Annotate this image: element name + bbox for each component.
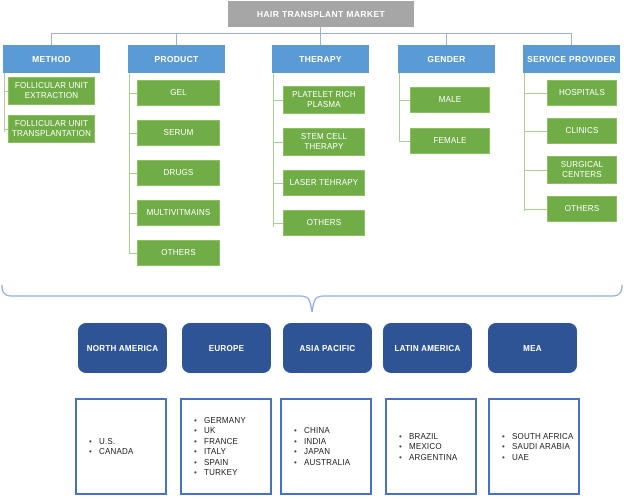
country-item: AUSTRALIA (294, 458, 366, 467)
country-list: SOUTH AFRICA SAUDI ARABIA UAE (502, 430, 574, 463)
country-list: BRAZIL MEXICO ARGENTINA (399, 430, 471, 463)
segment-item-others: OTHERS (273, 210, 365, 236)
country-item: JAPAN (294, 447, 366, 456)
country-item: SOUTH AFRICA (502, 432, 574, 441)
connector-stub-therapy (320, 33, 321, 45)
country-item: CANADA (89, 447, 161, 456)
segment-item-female: FEMALE (399, 128, 490, 154)
country-item: ARGENTINA (399, 453, 471, 462)
segment-item-male: MALE (399, 87, 490, 113)
segment-column-service-provider: SERVICE PROVIDER HOSPITALS CLINICS SURGI… (523, 45, 620, 222)
country-item: U.S. (89, 437, 161, 446)
country-list-asia-pacific: CHINA INDIA JAPAN AUSTRALIA (280, 398, 372, 495)
segment-header-service-provider: SERVICE PROVIDER (523, 45, 620, 73)
segment-column-method: METHOD FOLLICULAR UNIT EXTRACTION FOLLIC… (3, 45, 100, 143)
connector-vertical-product (129, 73, 130, 253)
country-item: SPAIN (194, 458, 266, 467)
segment-header-therapy: THERAPY (272, 45, 369, 73)
region-box-north-america: NORTH AMERICA (78, 323, 167, 373)
country-item: ITALY (194, 447, 266, 456)
country-item: MEXICO (399, 442, 471, 451)
country-item: BRAZIL (399, 432, 471, 441)
country-list-north-america: U.S. CANADA (75, 398, 167, 495)
curly-brace-icon (1, 284, 623, 313)
connector-stub-gender (446, 33, 447, 45)
connector-vertical-service-provider (524, 73, 525, 211)
segment-header-product: PRODUCT (128, 45, 225, 73)
connector-stub-service-provider (571, 33, 572, 45)
country-item: SAUDI ARABIA (502, 442, 574, 451)
segment-children-service-provider: HOSPITALS CLINICS SURGICAL CENTERS OTHER… (524, 80, 617, 222)
segment-item-follicular-unit-transplantation: FOLLICULAR UNIT TRANSPLANTATION (4, 115, 95, 143)
segment-item-drugs: DRUGS (129, 160, 220, 186)
segment-item-serum: SERUM (129, 120, 220, 146)
region-box-asia-pacific: ASIA PACIFIC (283, 323, 372, 373)
segment-item-stem-cell-therapy: STEM CELL THERAPY (273, 128, 365, 156)
segment-item-platelet-rich-plasma: PLATELET RICH PLASMA (273, 86, 365, 114)
country-list-mea: SOUTH AFRICA SAUDI ARABIA UAE (488, 398, 580, 495)
segment-column-gender: GENDER MALE FEMALE (398, 45, 495, 154)
country-list: U.S. CANADA (89, 435, 161, 458)
connector-title-stub (320, 27, 321, 33)
segment-item-others: OTHERS (524, 196, 617, 222)
country-item: GERMANY (194, 416, 266, 425)
segment-item-follicular-unit-extraction: FOLLICULAR UNIT EXTRACTION (4, 77, 95, 105)
country-list: CHINA INDIA JAPAN AUSTRALIA (294, 425, 366, 469)
country-list: GERMANY UK FRANCE ITALY SPAIN TURKEY (194, 414, 266, 479)
country-list-latin-america: BRAZIL MEXICO ARGENTINA (385, 398, 477, 495)
segment-header-method: METHOD (3, 45, 100, 73)
segment-column-product: PRODUCT GEL SERUM DRUGS MULTIVITMAINS OT… (128, 45, 225, 266)
segment-item-surgical-centers: SURGICAL CENTERS (524, 156, 617, 184)
country-item: TURKEY (194, 468, 266, 477)
country-item: FRANCE (194, 437, 266, 446)
region-box-europe: EUROPE (182, 323, 271, 373)
country-item: UAE (502, 453, 574, 462)
segment-item-laser-tehrapy: LASER TEHRAPY (273, 170, 365, 196)
market-title: HAIR TRANSPLANT MARKET (228, 1, 414, 27)
country-item: INDIA (294, 437, 366, 446)
connector-stub-product (176, 33, 177, 45)
connector-stub-method (51, 33, 52, 45)
segment-item-gel: GEL (129, 80, 220, 106)
segment-children-therapy: PLATELET RICH PLASMA STEM CELL THERAPY L… (273, 86, 365, 236)
segment-item-clinics: CLINICS (524, 118, 617, 144)
connector-vertical-gender (399, 73, 400, 141)
segment-children-gender: MALE FEMALE (399, 87, 490, 154)
segment-header-gender: GENDER (398, 45, 495, 73)
segment-item-others: OTHERS (129, 240, 220, 266)
connector-vertical-method (4, 73, 5, 132)
segment-item-multivitmains: MULTIVITMAINS (129, 200, 220, 226)
region-box-latin-america: LATIN AMERICA (383, 323, 472, 373)
segment-children-product: GEL SERUM DRUGS MULTIVITMAINS OTHERS (129, 80, 220, 266)
region-box-mea: MEA (488, 323, 577, 373)
segment-item-hospitals: HOSPITALS (524, 80, 617, 106)
connector-top-horizontal (51, 33, 572, 34)
country-item: UK (194, 426, 266, 435)
country-item: CHINA (294, 426, 366, 435)
segment-column-therapy: THERAPY PLATELET RICH PLASMA STEM CELL T… (272, 45, 369, 236)
country-list-europe: GERMANY UK FRANCE ITALY SPAIN TURKEY (180, 398, 272, 495)
connector-vertical-therapy (273, 73, 274, 227)
segment-children-method: FOLLICULAR UNIT EXTRACTION FOLLICULAR UN… (4, 77, 95, 143)
